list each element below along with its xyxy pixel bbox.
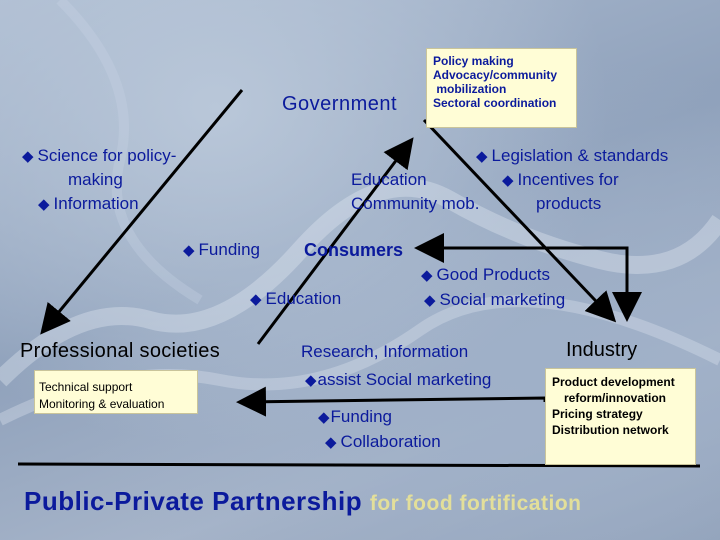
node-consumers: Consumers <box>304 240 404 260</box>
diamond-bullet-icon: ◆ <box>325 434 337 451</box>
label-funding-bottom: ◆Funding <box>318 407 392 426</box>
arrow-consumers-industry <box>420 246 642 322</box>
gov-role: Advocacy/community <box>433 68 558 82</box>
label-information: ◆Information <box>38 194 139 213</box>
diamond-bullet-icon: ◆ <box>318 409 330 426</box>
node-professional-societies: Professional societies <box>20 340 221 362</box>
diamond-bullet-icon: ◆ <box>424 292 436 309</box>
label-education-gov: Education <box>351 170 427 189</box>
label-community: Community mob. <box>351 194 480 213</box>
label-collaboration: ◆Collaboration <box>325 432 441 451</box>
label-social-marketing: ◆Social marketing <box>424 290 566 309</box>
industry-role: Distribution network <box>552 423 669 437</box>
professional-roles-box: Technical support Monitoring & evaluatio… <box>34 370 198 414</box>
diamond-bullet-icon: ◆ <box>476 148 488 165</box>
gov-role: Policy making <box>433 54 514 68</box>
label-education-left: ◆Education <box>250 289 342 308</box>
arrow-prof-to-gov <box>256 137 414 345</box>
label-products: products <box>536 194 602 213</box>
label-incentives: ◆Incentives for <box>502 170 619 189</box>
diamond-bullet-icon: ◆ <box>38 196 50 213</box>
gov-role: mobilization <box>433 82 507 96</box>
label-research: Research, Information <box>301 342 469 361</box>
label-science-2: making <box>68 170 123 189</box>
arrow-industry-prof <box>236 386 547 417</box>
arrow-gov-to-industry <box>422 118 617 323</box>
industry-role: Pricing strategy <box>552 407 643 421</box>
industry-role: Product development <box>552 375 675 389</box>
diamond-bullet-icon: ◆ <box>183 242 195 259</box>
diamond-bullet-icon: ◆ <box>22 148 34 165</box>
gov-role: Sectoral coordination <box>433 96 557 110</box>
government-roles-box: Policy making Advocacy/community mobiliz… <box>426 48 577 128</box>
diamond-bullet-icon: ◆ <box>250 291 262 308</box>
diamond-bullet-icon: ◆ <box>421 267 433 284</box>
slide-title: Public-Private Partnership for food fort… <box>24 486 581 517</box>
prof-role: Monitoring & evaluation <box>39 397 165 411</box>
label-assist: ◆assist Social marketing <box>305 370 492 389</box>
label-funding-left: ◆Funding <box>183 240 260 259</box>
node-industry: Industry <box>566 339 638 361</box>
title-main: Public-Private Partnership <box>24 486 363 516</box>
node-government: Government <box>282 93 398 115</box>
label-science: ◆Science for policy- <box>22 146 177 165</box>
prof-role: Technical support <box>39 380 133 394</box>
industry-role: reform/innovation <box>564 391 667 405</box>
industry-roles-box: Product development reform/innovation Pr… <box>545 368 696 465</box>
title-sub: for food fortification <box>369 492 582 515</box>
arrow-gov-to-prof <box>40 89 244 335</box>
diamond-bullet-icon: ◆ <box>305 372 317 389</box>
base-line <box>17 462 701 468</box>
label-legislation: ◆Legislation & standards <box>476 146 669 165</box>
label-good-products: ◆Good Products <box>421 265 550 284</box>
diamond-bullet-icon: ◆ <box>502 172 514 189</box>
